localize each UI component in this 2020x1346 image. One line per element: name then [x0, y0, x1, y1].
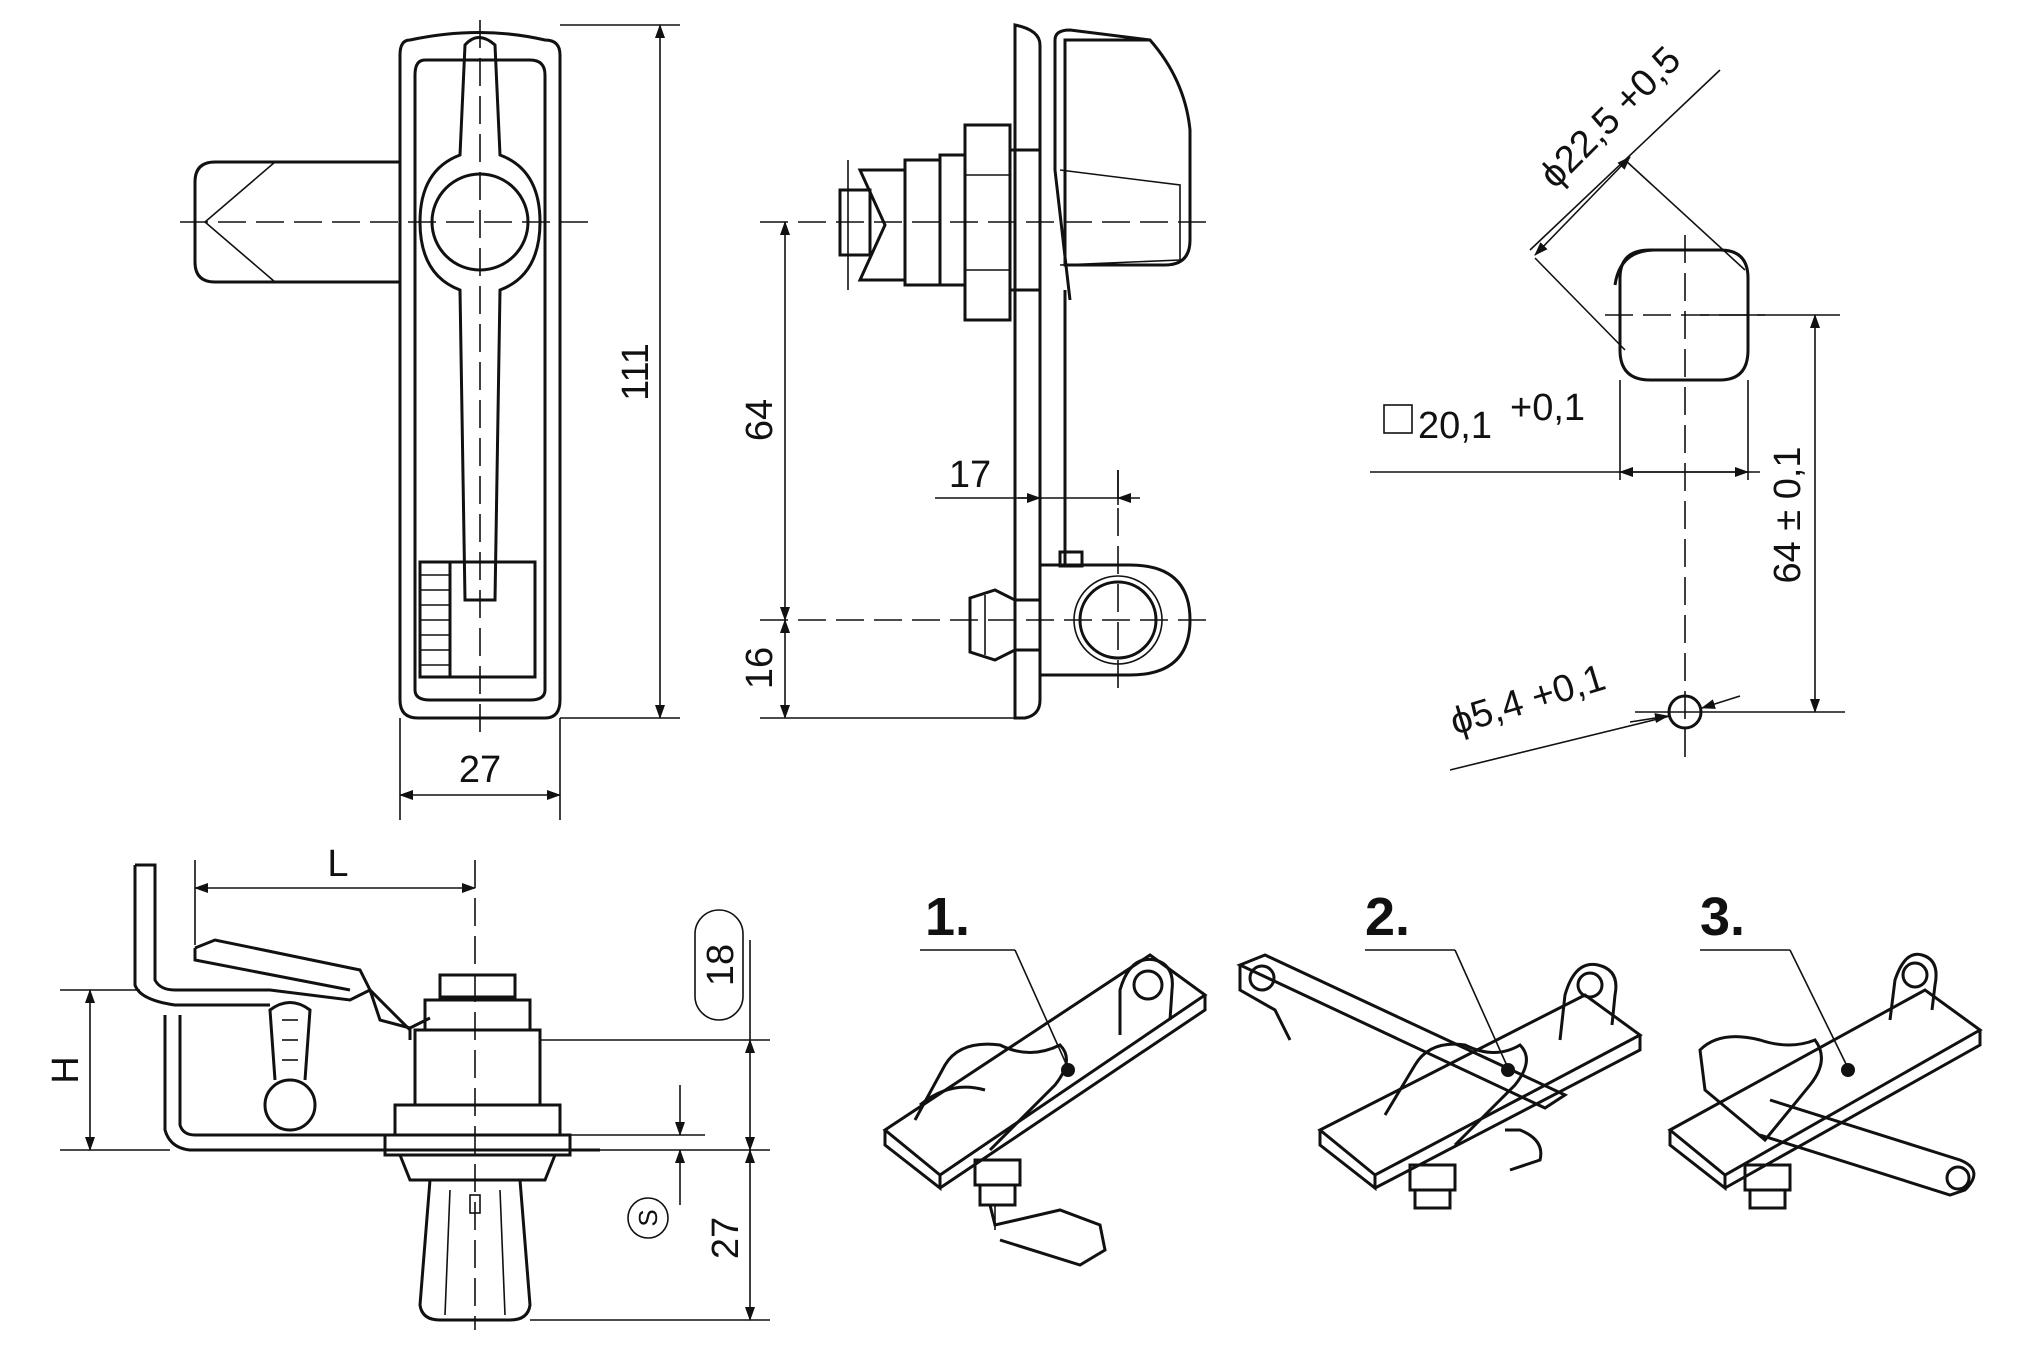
dim-17-side: 17	[949, 454, 991, 496]
front-view: 111 27	[180, 20, 680, 820]
dim-64-side: 64	[739, 399, 781, 441]
variant-2-label: 2.	[1365, 887, 1410, 947]
dim-S: S	[633, 1209, 663, 1226]
dim-diameter-5-4: ϕ5,4 +0,1	[1445, 657, 1610, 744]
dim-square-tol: +0,1	[1510, 387, 1585, 429]
variant-3-label: 3.	[1700, 887, 1745, 947]
dim-square-20-1: 20,1	[1418, 405, 1492, 447]
dim-111: 111	[615, 343, 657, 401]
dim-L: L	[327, 843, 348, 885]
dim-H: H	[45, 1056, 87, 1083]
variant-1-label: 1.	[925, 887, 970, 947]
dim-64-tol: 64 ± 0,1	[1767, 446, 1809, 583]
dim-27-section: 27	[705, 1217, 747, 1259]
side-view: 64 16 17	[739, 25, 1210, 718]
variant-1: 1.	[885, 887, 1205, 1265]
dim-16-side: 16	[739, 647, 781, 689]
variant-3: 3.	[1670, 887, 1980, 1208]
cutout-view: ϕ22,5 +0,5 20,1 +0,1 64 ± 0,1 ϕ5,4 +0,1	[1370, 39, 1845, 770]
dim-27-front: 27	[459, 749, 501, 791]
variant-2: 2.	[1240, 887, 1640, 1208]
dim-18: 18	[700, 944, 742, 986]
section-view: L H 18 S 27	[45, 843, 770, 1330]
